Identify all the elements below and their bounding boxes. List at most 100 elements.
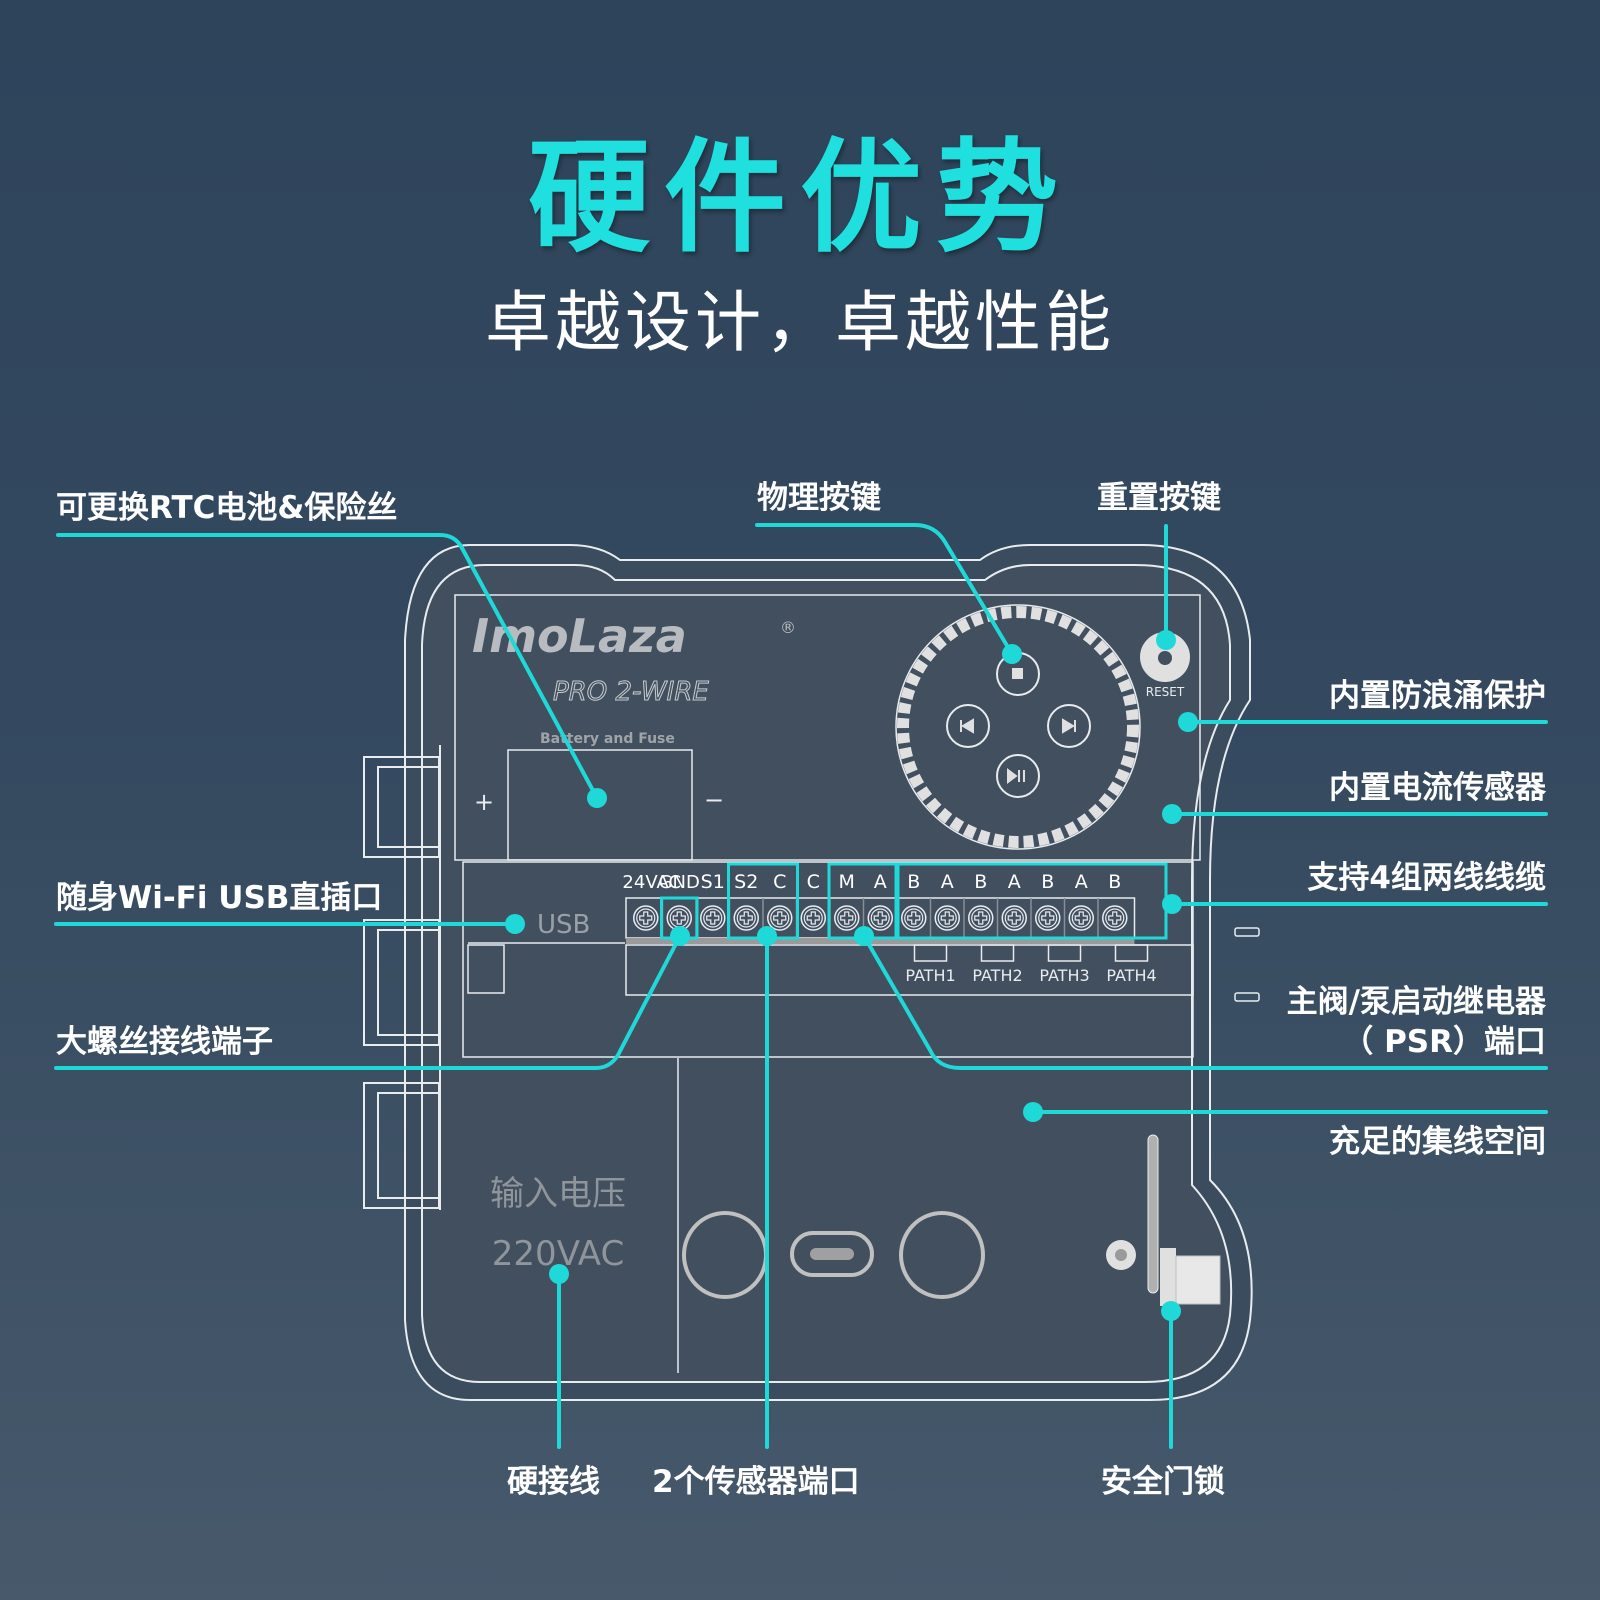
page-title: 硬件优势: [528, 127, 1072, 269]
leader-big-screw: [54, 934, 682, 1070]
path-connector: [913, 944, 948, 962]
terminal-label: B: [1041, 871, 1054, 893]
callout-reset-button: 重置按键: [1097, 480, 1221, 516]
terminal-label: C: [773, 871, 786, 893]
knockout-slot-inner: [810, 1248, 854, 1260]
dial-outer-ring: [897, 606, 1139, 848]
next-button[interactable]: [1047, 704, 1091, 748]
callout-current-sensor: 内置电流传感器: [1329, 770, 1546, 806]
dot-two-wire: [1162, 894, 1182, 914]
dot-current: [1162, 804, 1182, 824]
path-label: PATH3: [1039, 966, 1089, 985]
terminal-screw-icon[interactable]: [633, 905, 659, 931]
play-pause-icon: [1007, 768, 1025, 784]
usb-label: USB: [537, 910, 590, 940]
callout-hardwire: 硬接线: [507, 1464, 600, 1500]
lock-screw-center: [1115, 1249, 1127, 1261]
terminal-screw-icon[interactable]: [1068, 905, 1094, 931]
terminal-label: C: [807, 871, 820, 893]
callout-big-screw-terminal: 大螺丝接线端子: [56, 1024, 273, 1060]
lock-thread: [1175, 1255, 1221, 1305]
terminal-label: S1: [701, 871, 725, 893]
callout-psr-line2: （ PSR）端口: [1342, 1024, 1546, 1060]
stop-icon: [1012, 668, 1023, 679]
terminal-label: B: [907, 871, 920, 893]
next-icon: [1062, 718, 1076, 734]
terminal-screw-icon[interactable]: [1035, 905, 1061, 931]
terminal-screw-icon[interactable]: [968, 905, 994, 931]
path-connector: [980, 944, 1015, 962]
terminal-label: A: [1008, 871, 1021, 893]
lock-nut: [1160, 1248, 1176, 1306]
callout-rtc-battery-fuse: 可更换RTC电池&保险丝: [56, 490, 398, 526]
dot-lock: [1161, 1301, 1181, 1321]
dot-hardwire: [549, 1264, 569, 1284]
terminal-screw-icon[interactable]: [1102, 905, 1128, 931]
callout-psr-line1: 主阀/泵启动继电器: [1286, 984, 1546, 1020]
battery-plus-sign: +: [474, 788, 494, 816]
terminal-screw-icon[interactable]: [867, 905, 893, 931]
path-label: PATH4: [1106, 966, 1156, 985]
terminal-screw-icon[interactable]: [1001, 905, 1027, 931]
path-connector: [1114, 944, 1149, 962]
control-dial: [895, 604, 1141, 850]
dot-usb: [505, 914, 525, 934]
right-tab-2: [1234, 992, 1260, 1002]
dot-wiring-space: [1023, 1102, 1043, 1122]
terminal-label: B: [1108, 871, 1121, 893]
terminal-label: GND: [659, 872, 700, 893]
hinges: [363, 745, 441, 1210]
knockout-slot: [790, 1231, 874, 1277]
terminal-screw-icon[interactable]: [733, 905, 759, 931]
path-label: PATH1: [905, 966, 955, 985]
terminal-screw-icon[interactable]: [767, 905, 793, 931]
terminal-screw-icon[interactable]: [700, 905, 726, 931]
terminal-screw-icon[interactable]: [901, 905, 927, 931]
leader-physical-buttons: [755, 523, 1014, 656]
lock-latch-bar: [1147, 1134, 1159, 1294]
reset-button-hole: [1158, 651, 1172, 665]
battery-label: Battery and Fuse: [540, 731, 675, 747]
leader-rtc: [56, 533, 599, 800]
dot-big-screw: [670, 926, 690, 946]
callout-surge-protection: 内置防浪涌保护: [1329, 678, 1546, 714]
leader-psr: [862, 934, 1548, 1070]
brand-logo: ImoLaza: [472, 609, 687, 663]
callout-safety-lock: 安全门锁: [1101, 1464, 1225, 1500]
callout-lines: [54, 523, 1548, 1449]
previous-button[interactable]: [946, 704, 990, 748]
terminal-block: [625, 897, 1136, 939]
callout-two-wire-support: 支持4组两线线缆: [1307, 860, 1546, 896]
callout-physical-buttons: 物理按键: [757, 480, 881, 516]
top-panel: [454, 594, 1201, 861]
battery-minus-sign: −: [704, 786, 724, 814]
previous-icon: [960, 718, 974, 734]
dot-physical-buttons: [1002, 644, 1022, 664]
callout-wifi-usb: 随身Wi-Fi USB直插口: [56, 880, 383, 916]
callout-wiring-space: 充足的集线空间: [1329, 1124, 1546, 1160]
callout-sensor-ports: 2个传感器端口: [652, 1464, 860, 1500]
path-label: PATH2: [972, 966, 1022, 985]
reset-label: RESET: [1146, 685, 1185, 699]
safety-lock[interactable]: [1106, 1134, 1221, 1306]
right-tab-1: [1234, 927, 1260, 937]
reset-button[interactable]: RESET: [1140, 632, 1190, 699]
input-voltage-label: 输入电压: [490, 1174, 626, 1214]
callout-dots: [505, 630, 1198, 1321]
terminal-screw-icon[interactable]: [934, 905, 960, 931]
terminal-label: B: [974, 871, 987, 893]
model-name: PRO 2-WIRE: [553, 677, 709, 707]
brand-registered-mark: ®: [780, 618, 796, 637]
play-pause-button[interactable]: [996, 754, 1040, 798]
dot-rtc: [587, 788, 607, 808]
terminal-base: [626, 938, 1135, 944]
path-connector: [1047, 944, 1082, 962]
terminal-label: 24VAC: [622, 872, 681, 893]
dial-ring-edge: [895, 604, 1141, 850]
terminal-label: A: [874, 871, 887, 893]
terminal-screw-icon[interactable]: [800, 905, 826, 931]
terminal-strip-lower: [625, 944, 1194, 996]
terminal-label: S2: [734, 871, 758, 893]
terminal-screw-icon[interactable]: [834, 905, 860, 931]
